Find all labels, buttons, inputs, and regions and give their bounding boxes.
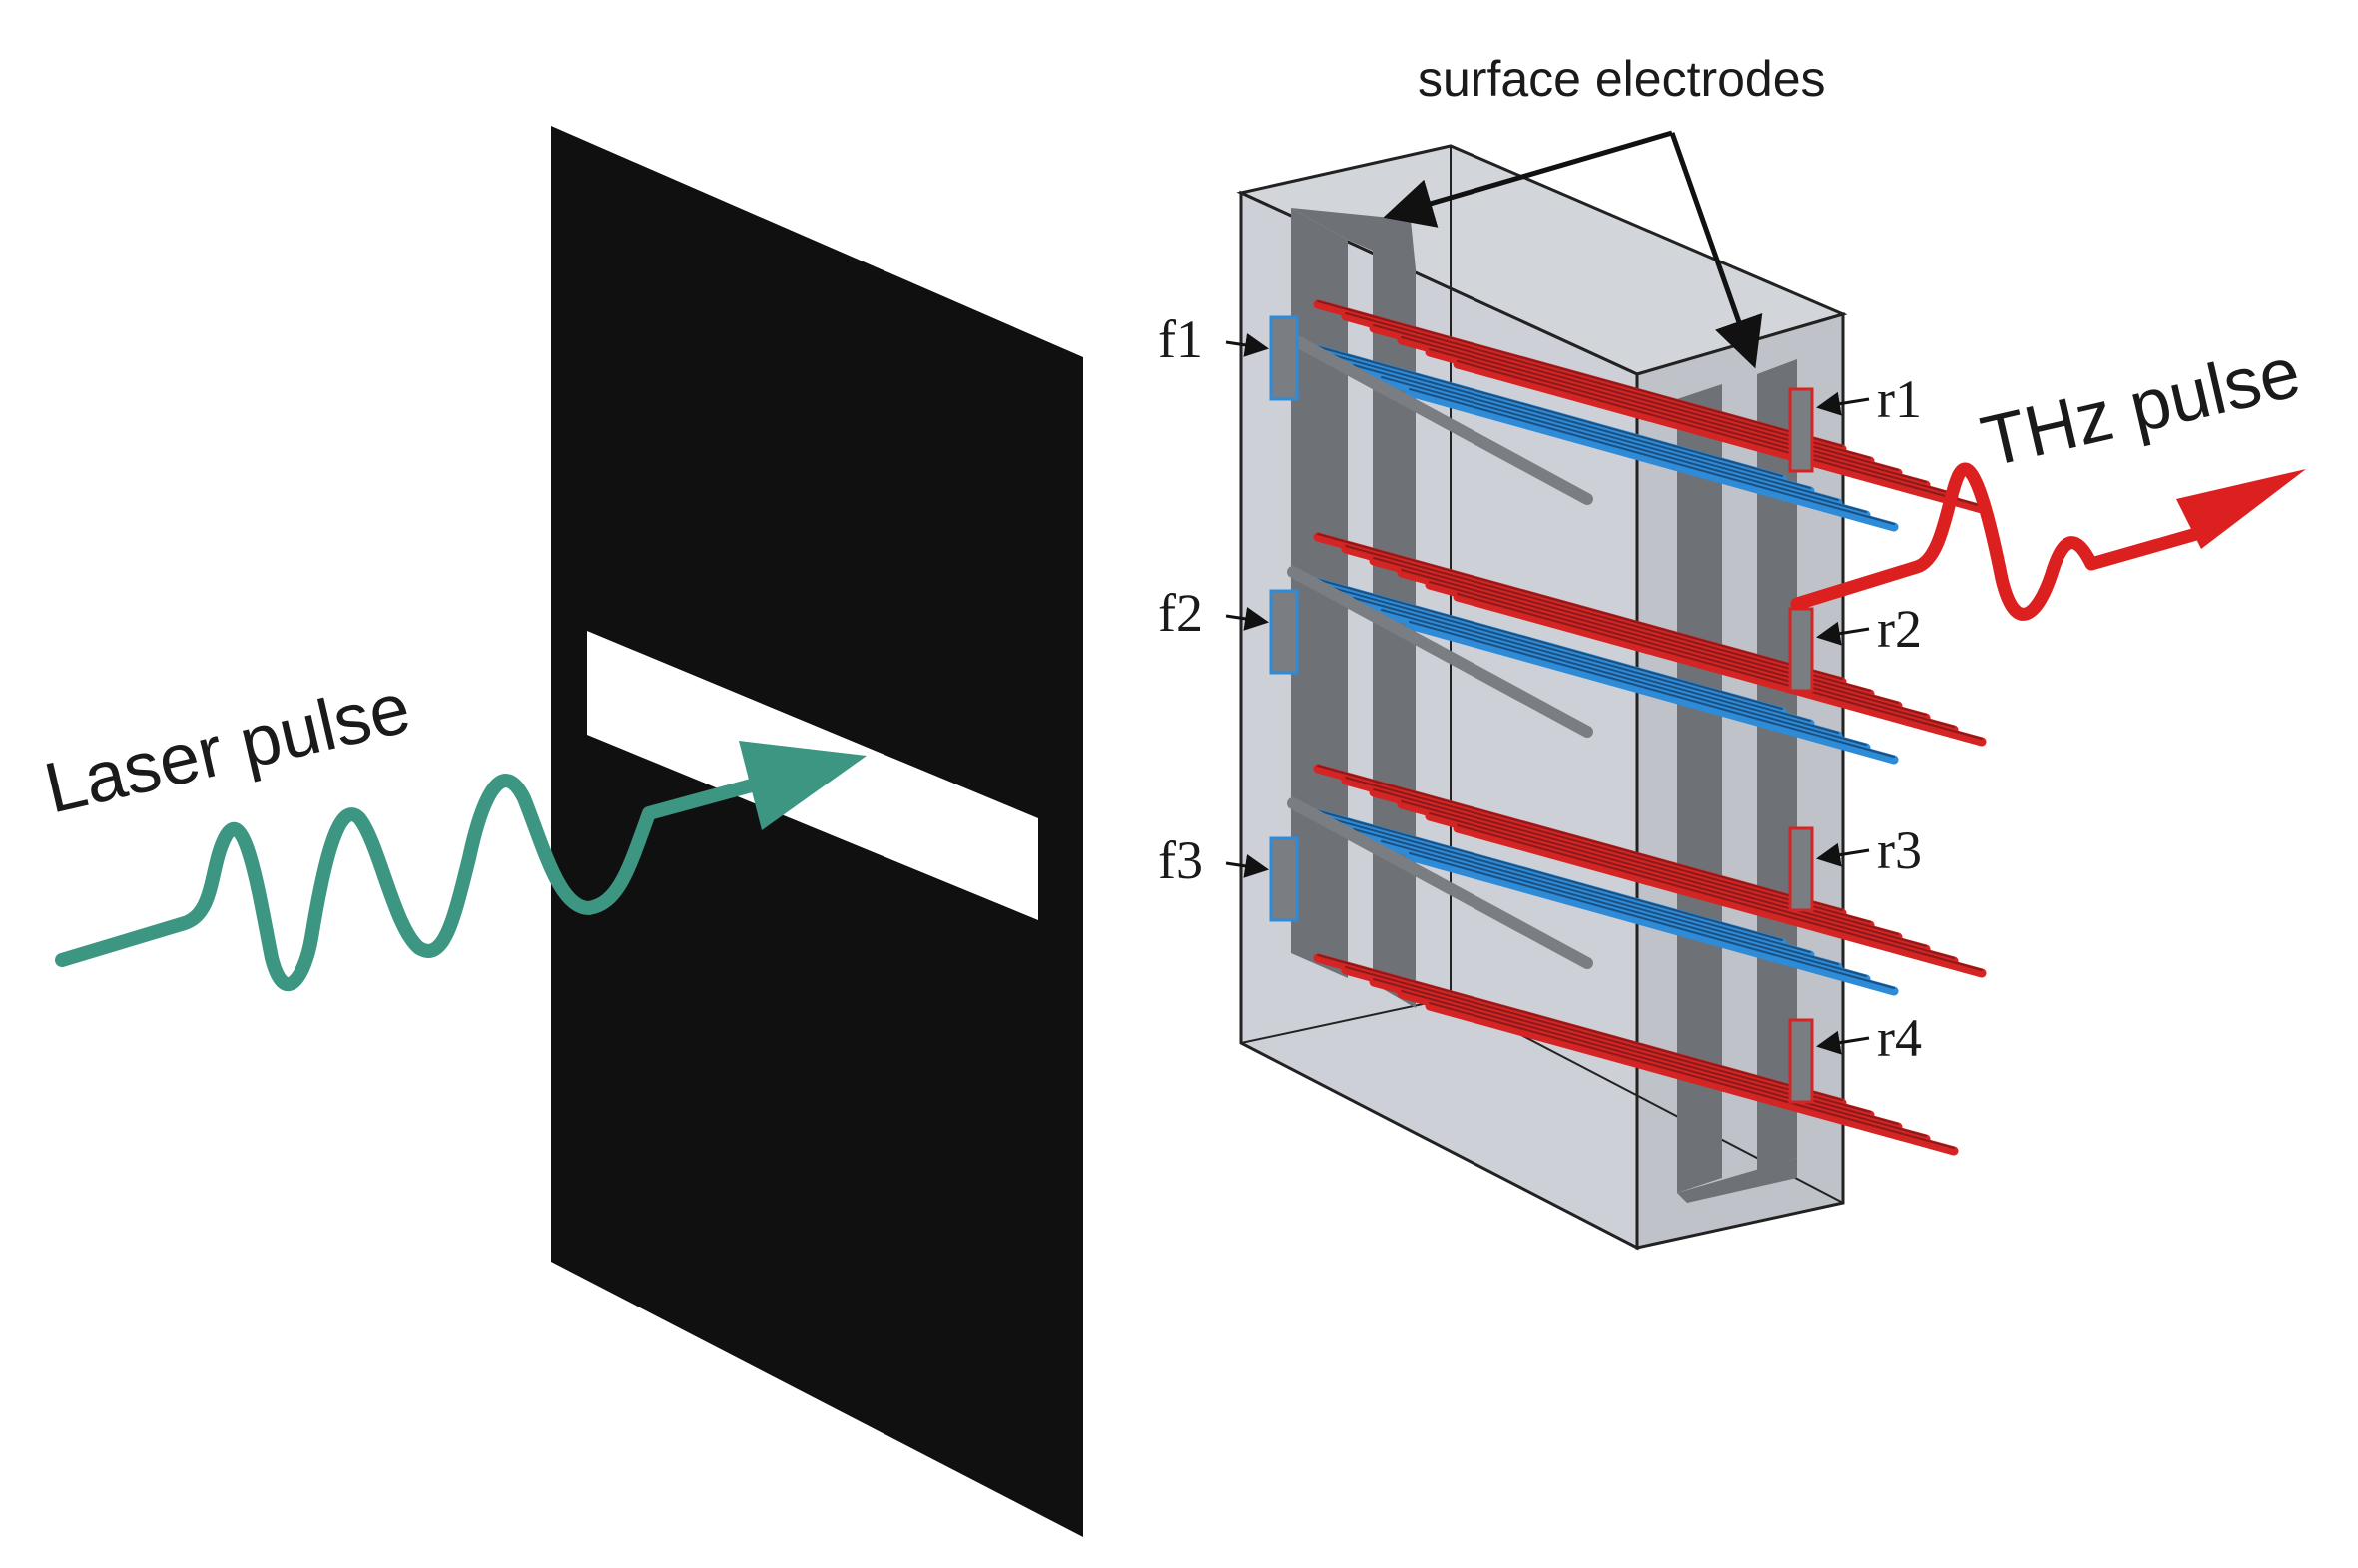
terminal-label-r3: r3 bbox=[1877, 820, 1922, 880]
terminal-arrow-f3 bbox=[1225, 854, 1269, 878]
terminal-label-r1: r1 bbox=[1877, 369, 1922, 429]
rear-finger-edge bbox=[1345, 966, 1871, 1113]
front-finger-edge bbox=[1381, 376, 1867, 513]
front-finger-edge bbox=[1409, 388, 1895, 525]
finger-arrays bbox=[1287, 299, 1987, 1156]
laser-pulse-label: Laser pulse bbox=[38, 668, 418, 829]
rear-finger-edge bbox=[1345, 312, 1871, 459]
terminal-arrow-f1 bbox=[1225, 333, 1269, 357]
pad-r3 bbox=[1788, 826, 1814, 912]
rear-finger-edge bbox=[1457, 360, 1983, 507]
front-bus-bar bbox=[1287, 566, 1593, 738]
surface-electrodes-label: surface electrodes bbox=[1418, 51, 1826, 107]
rear-finger-edge bbox=[1429, 1002, 1955, 1149]
terminal-arrow-r2 bbox=[1816, 621, 1870, 646]
front-finger-edge bbox=[1409, 852, 1895, 989]
rear-finger-edge bbox=[1401, 800, 1927, 947]
thz-pulse-wave bbox=[1790, 462, 2203, 621]
pad-f1 bbox=[1269, 315, 1299, 401]
rear-finger-edge bbox=[1401, 569, 1927, 716]
pointer-arrow-front bbox=[1383, 130, 1673, 228]
terminal-arrow-f2 bbox=[1225, 607, 1269, 631]
rear-finger-edge bbox=[1317, 300, 1843, 447]
laser-pulse-wave bbox=[55, 774, 766, 991]
terminal-arrow-r3 bbox=[1816, 842, 1870, 867]
rear-finger-edge bbox=[1401, 336, 1927, 483]
slit-mask bbox=[551, 126, 1083, 1537]
rear-pads bbox=[1788, 387, 1814, 1104]
pad-r4 bbox=[1788, 1018, 1814, 1104]
surface-electrode-rear bbox=[1677, 359, 1797, 1203]
front-finger-edge bbox=[1325, 585, 1811, 722]
rear-finger-edge bbox=[1429, 348, 1955, 495]
rear-finger-edge bbox=[1317, 765, 1843, 911]
front-finger-edge bbox=[1353, 364, 1839, 501]
front-finger-edge bbox=[1297, 804, 1783, 941]
front-bus-bar bbox=[1287, 797, 1593, 969]
front-bus-bar bbox=[1287, 333, 1593, 505]
terminal-label-f3: f3 bbox=[1158, 830, 1203, 890]
terminal-labels: f1 f2 f3 r1 r2 r3 r4 bbox=[1158, 309, 1922, 1068]
rear-finger-edge bbox=[1429, 812, 1955, 959]
terminal-arrow-r4 bbox=[1816, 1030, 1870, 1055]
rear-finger bbox=[1453, 823, 1987, 978]
pad-f3 bbox=[1269, 836, 1299, 922]
rear-finger-edge bbox=[1345, 777, 1871, 923]
front-finger-edge bbox=[1409, 621, 1895, 758]
pad-r2 bbox=[1788, 607, 1814, 693]
rear-finger-edge bbox=[1317, 533, 1843, 680]
terminal-arrow-r1 bbox=[1816, 391, 1870, 416]
front-finger-edge bbox=[1381, 609, 1867, 746]
front-finger-edge bbox=[1297, 340, 1783, 477]
front-finger-edge bbox=[1325, 352, 1811, 489]
front-finger-edge bbox=[1381, 840, 1867, 977]
terminal-label-r4: r4 bbox=[1877, 1008, 1922, 1068]
front-finger bbox=[1405, 387, 1899, 532]
pad-f2 bbox=[1269, 589, 1299, 675]
front-finger-edge bbox=[1325, 816, 1811, 953]
rear-finger-edge bbox=[1317, 954, 1843, 1101]
rear-finger-edge bbox=[1457, 824, 1983, 971]
rear-finger bbox=[1453, 592, 1987, 747]
terminal-label-f1: f1 bbox=[1158, 309, 1203, 369]
laser-arrowhead bbox=[739, 741, 867, 830]
terminal-label-r2: r2 bbox=[1877, 599, 1922, 659]
thz-arrowhead bbox=[2176, 469, 2306, 549]
front-finger bbox=[1405, 620, 1899, 765]
front-finger bbox=[1405, 851, 1899, 996]
rear-finger-edge bbox=[1401, 990, 1927, 1137]
pointer-arrow-rear bbox=[1669, 132, 1763, 369]
front-finger-edge bbox=[1353, 597, 1839, 734]
rear-finger-edge bbox=[1429, 581, 1955, 728]
terminal-label-f2: f2 bbox=[1158, 583, 1203, 643]
rear-finger bbox=[1453, 359, 1987, 514]
rear-finger-edge bbox=[1345, 545, 1871, 692]
front-pads bbox=[1269, 315, 1299, 922]
thz-pulse-label: THz pulse bbox=[1975, 332, 2308, 483]
rear-finger-edge bbox=[1457, 593, 1983, 740]
pad-r1 bbox=[1788, 387, 1814, 473]
front-finger-edge bbox=[1297, 573, 1783, 710]
front-finger-edge bbox=[1353, 828, 1839, 965]
rear-finger bbox=[1425, 1001, 1959, 1156]
